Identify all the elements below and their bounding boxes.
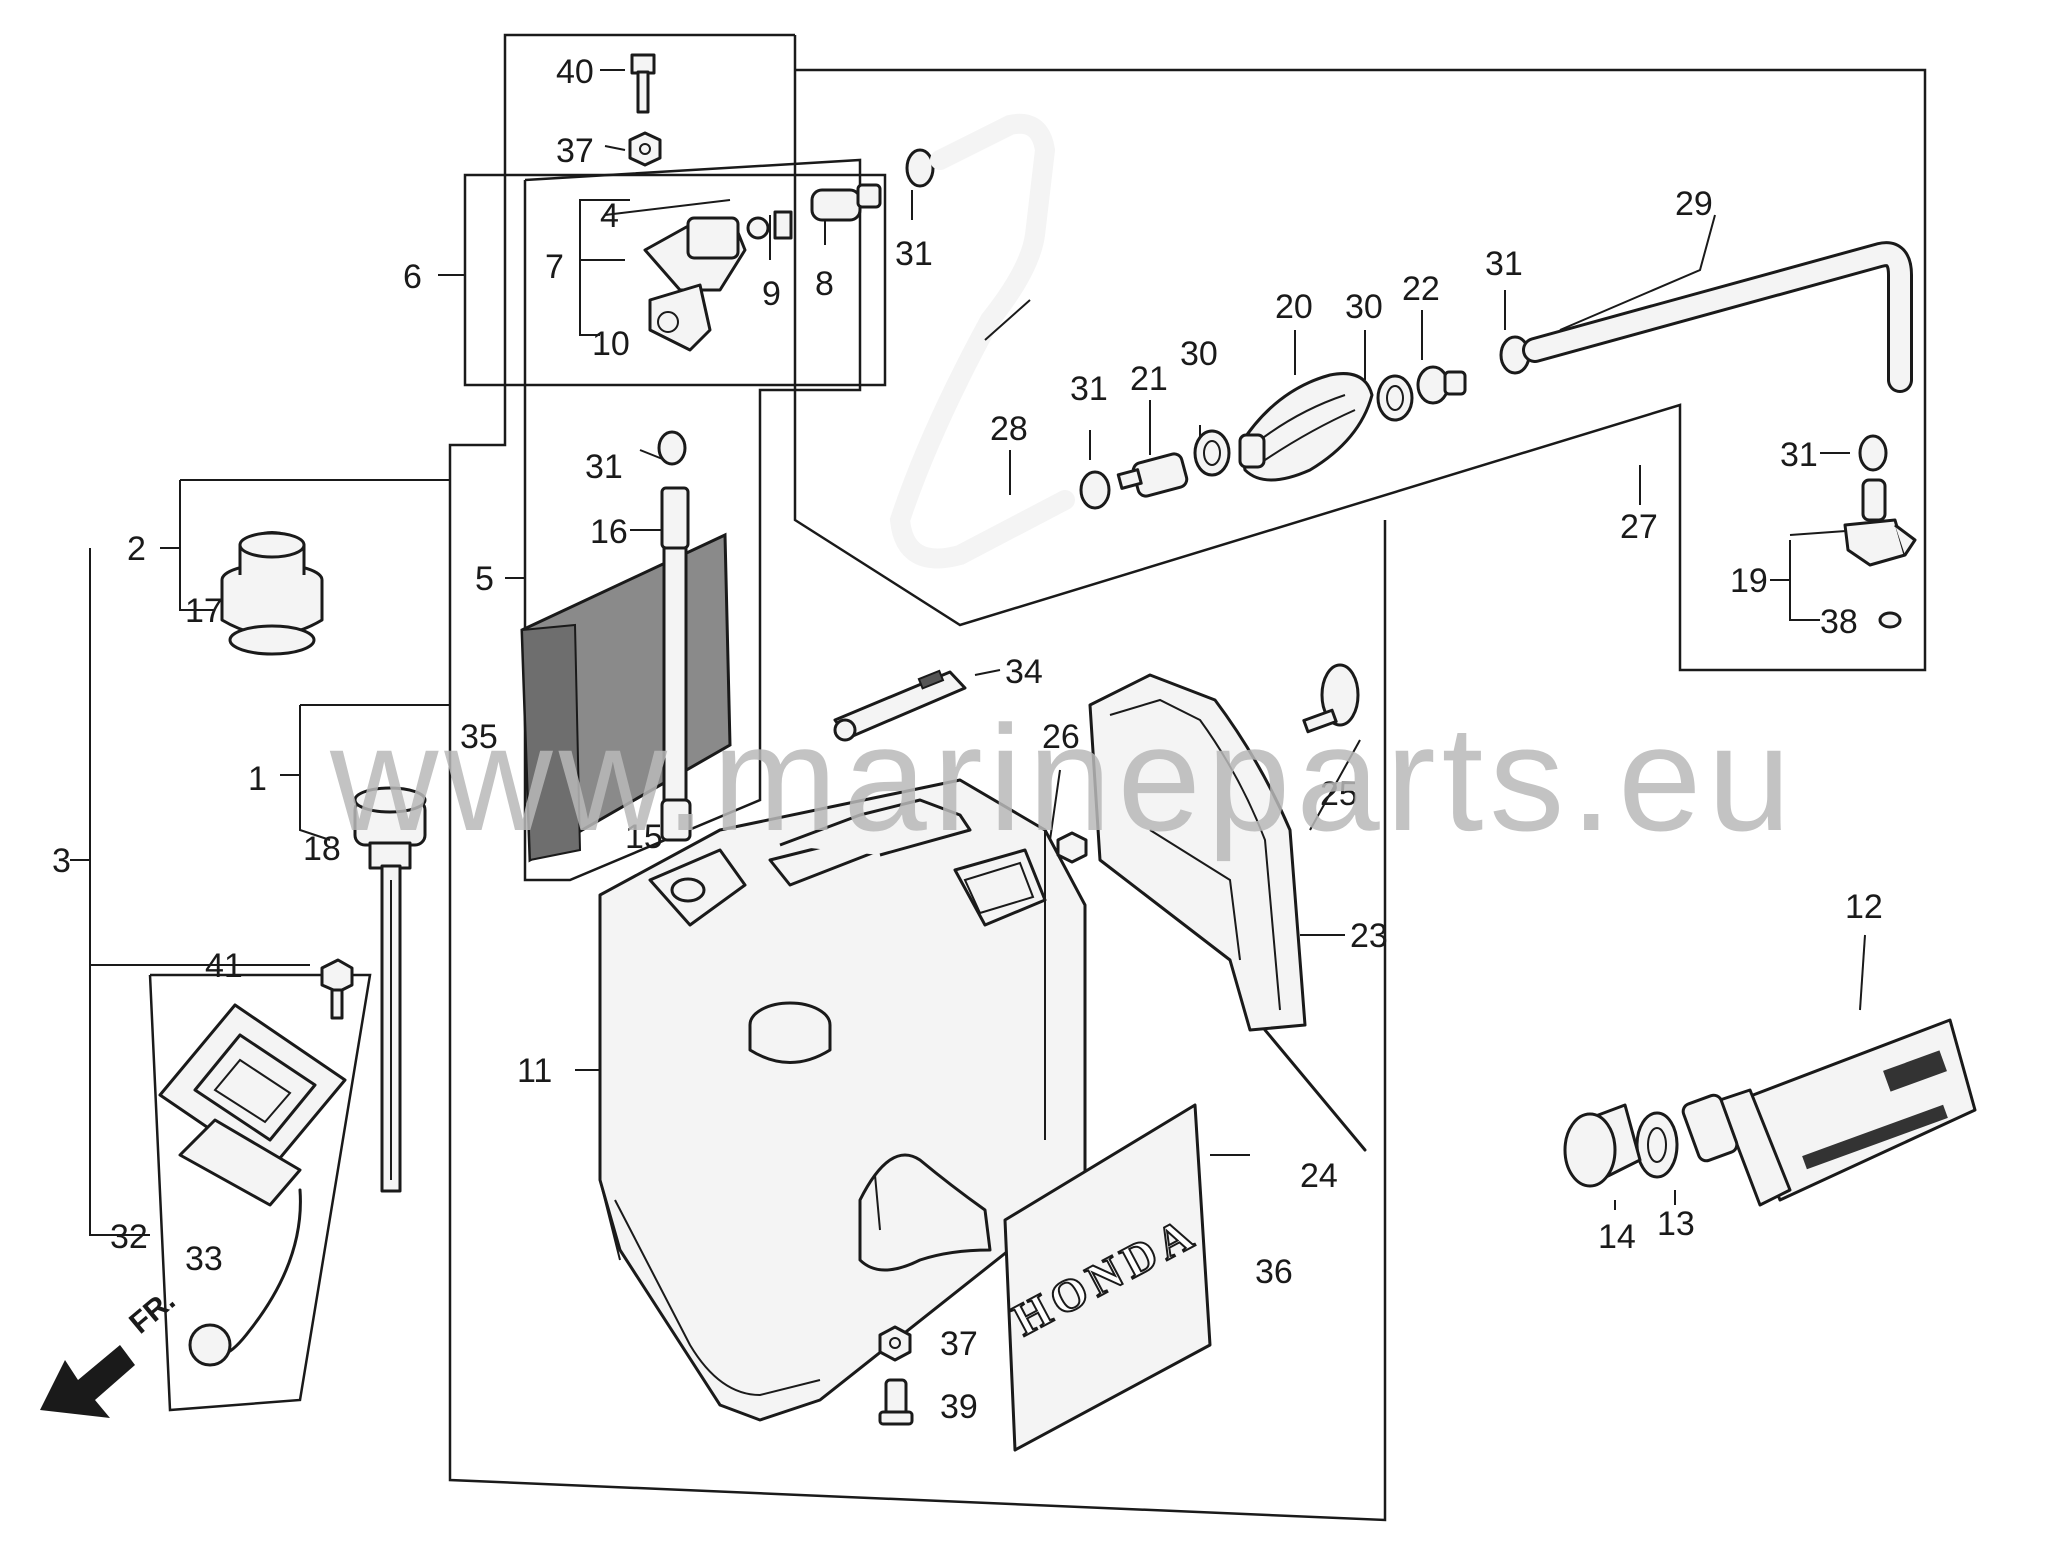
callout-26: 26: [1042, 718, 1080, 756]
primer-bulb-20: [1238, 372, 1374, 482]
connector-19: [1843, 478, 1917, 567]
group-boxes: [148, 33, 1927, 1522]
callout-28: 28: [990, 410, 1028, 448]
callout-1: 1: [248, 760, 267, 798]
tank-cover-23: [1088, 673, 1307, 1032]
callout-16: 16: [590, 513, 628, 551]
callout-31-left: 31: [1070, 370, 1108, 408]
connector-21: [1116, 452, 1189, 498]
group-box-gauge-32: [148, 973, 372, 1412]
watermark: www.marineparts.eu: [329, 694, 1797, 862]
fuel-gauge-18: [353, 786, 427, 1193]
callout-37-bottom: 37: [940, 1325, 978, 1363]
group-box-valve-6: [463, 173, 887, 387]
direction-label: FR.: [123, 1284, 181, 1340]
callout-3: 3: [52, 842, 71, 880]
nut-26: [1056, 831, 1088, 864]
callout-labels: 40 37 4 7 10 9 8 31 6 29 31 20 30 22 21 …: [52, 53, 1883, 1426]
callout-19: 19: [1730, 562, 1768, 600]
callout-31-right: 31: [1485, 245, 1523, 283]
callout-2: 2: [127, 530, 146, 568]
callout-10: 10: [592, 325, 630, 363]
callout-38: 38: [1820, 603, 1858, 641]
callout-23: 23: [1350, 917, 1388, 955]
callout-12: 12: [1845, 888, 1883, 926]
callout-40: 40: [556, 53, 594, 91]
o-ring-38: [1878, 611, 1902, 629]
bolt-25: [1302, 663, 1360, 734]
callout-35: 35: [460, 718, 498, 756]
valve-30-right: [1376, 374, 1414, 422]
clip-31-lower-right: [1858, 434, 1888, 472]
callout-5: 5: [475, 560, 494, 598]
callout-31-top: 31: [895, 235, 933, 273]
callout-32: 32: [110, 1218, 148, 1256]
callout-13: 13: [1657, 1205, 1695, 1243]
bolt-40: [630, 53, 656, 114]
callout-14: 14: [1598, 1218, 1636, 1256]
callout-31-lower-right: 31: [1780, 436, 1818, 474]
callout-15: 15: [625, 818, 663, 856]
callout-24: 24: [1300, 1157, 1338, 1195]
callout-9: 9: [762, 275, 781, 313]
pickup-tube-16: [657, 430, 690, 840]
fuel-tank-11: [598, 778, 1087, 1422]
callout-8: 8: [815, 265, 834, 303]
group-box-hose-upper: [793, 35, 1927, 672]
callout-20: 20: [1275, 288, 1313, 326]
callout-17: 17: [185, 592, 223, 630]
callout-36: 36: [1255, 1253, 1293, 1291]
callout-22: 22: [1402, 270, 1440, 308]
gasket-13: [1635, 1111, 1679, 1179]
nut-37-bottom: [878, 1325, 912, 1362]
cap-17: [220, 531, 324, 656]
hose-28: [889, 113, 1075, 569]
nut-37-top: [628, 131, 662, 167]
hose-29: [1522, 241, 1913, 393]
joint-15: [660, 798, 692, 842]
clip-31-top: [905, 148, 935, 188]
fuel-valve-7: [643, 210, 793, 352]
callout-4: 4: [600, 197, 619, 235]
callout-41: 41: [205, 947, 243, 985]
callout-33: 33: [185, 1240, 223, 1278]
callout-11: 11: [517, 1052, 552, 1090]
wire-24: [1263, 1028, 1367, 1152]
callout-37-top: 37: [556, 132, 594, 170]
callout-39: 39: [940, 1388, 978, 1426]
callout-34: 34: [1005, 653, 1043, 691]
callout-6: 6: [403, 258, 422, 296]
gauge-plate-33: [158, 1003, 347, 1367]
cap-14: [1563, 1103, 1642, 1188]
connector-22: [1416, 365, 1467, 405]
bracket-34: [833, 669, 967, 742]
callout-30-left: 30: [1180, 335, 1218, 373]
joint-8: [810, 183, 882, 222]
callout-27: 27: [1620, 508, 1658, 546]
callout-18: 18: [303, 830, 341, 868]
filter-12: [1681, 1018, 1977, 1207]
brand-plate-36: HONDA: [1003, 1103, 1212, 1452]
callout-29: 29: [1675, 185, 1713, 223]
clip-31-left: [1079, 470, 1111, 510]
callout-31-mid: 31: [585, 448, 623, 486]
valve-30-left: [1193, 429, 1231, 477]
callout-30-right: 30: [1345, 288, 1383, 326]
callout-25: 25: [1320, 775, 1358, 813]
callout-7: 7: [545, 248, 564, 286]
front-direction-arrow: FR.: [40, 1284, 182, 1418]
group-box-main: [448, 33, 1387, 1522]
callout-21: 21: [1130, 360, 1168, 398]
screw-41: [320, 958, 354, 1020]
bolt-39: [878, 1378, 914, 1426]
